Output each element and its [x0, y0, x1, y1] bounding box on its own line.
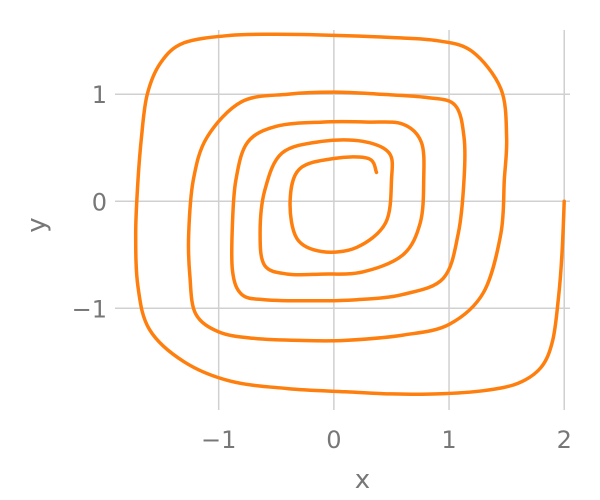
y-tick-label: 0	[92, 188, 107, 216]
spiral-series-line	[133, 32, 566, 397]
y-tick-labels: −1 0 1	[72, 81, 107, 323]
x-tick-labels: −1 0 1 2	[201, 426, 572, 454]
series-layer	[133, 32, 566, 397]
x-tick-label: 0	[326, 426, 341, 454]
x-tick-label: 1	[441, 426, 456, 454]
y-tick-label: −1	[72, 295, 107, 323]
y-tick-label: 1	[92, 81, 107, 109]
y-axis-label: y	[22, 217, 52, 232]
x-axis-label: x	[355, 465, 370, 495]
x-tick-label: 2	[557, 426, 572, 454]
x-tick-label: −1	[201, 426, 236, 454]
